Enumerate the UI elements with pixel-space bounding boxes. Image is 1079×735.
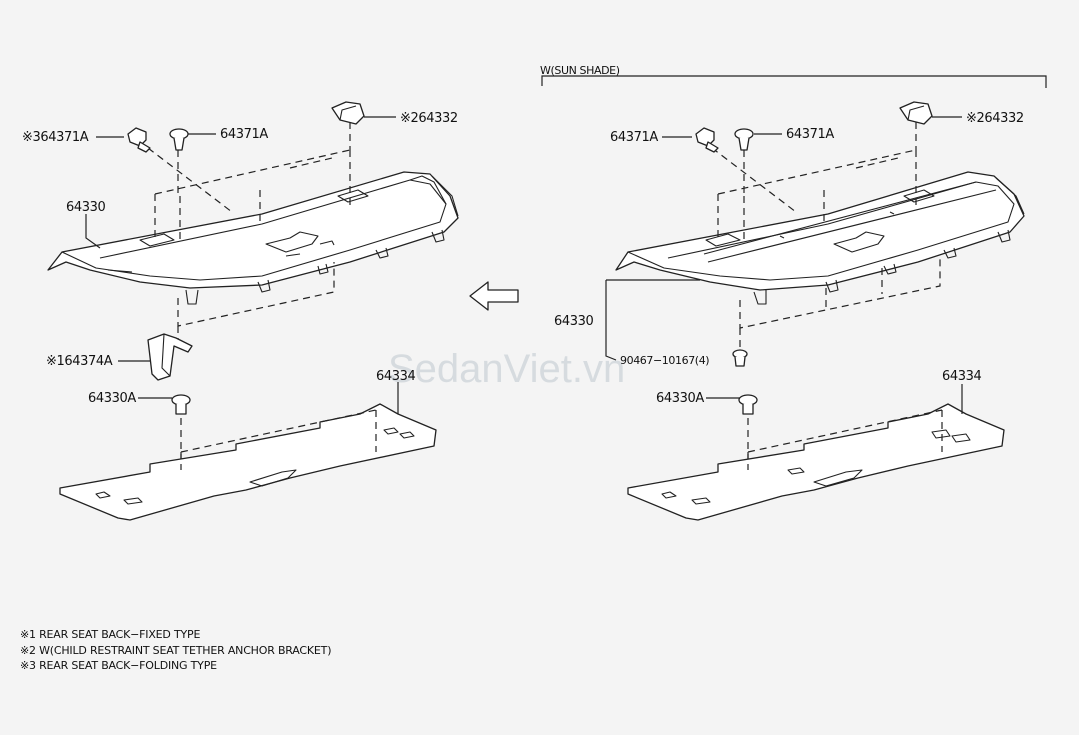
left-clip-64330A [171,394,191,415]
label-left-64334: 64334 [376,369,415,384]
note-1: ※1 REAR SEAT BACK−FIXED TYPE [20,628,200,641]
left-clip-64371A-note3 [127,127,151,153]
left-package-tray [47,171,459,305]
label-left-64330A: 64330A [88,391,136,406]
left-bracket-64374A [147,333,193,381]
footnotes: ※1 REAR SEAT BACK−FIXED TYPE ※2 W(CHILD … [20,628,331,672]
label-right-64334: 64334 [942,369,981,384]
label-right-64330: 64330 [554,314,593,329]
label-left-64374A: ※164374A [46,354,113,369]
right-clip-64330A [738,394,758,415]
right-cover-64332 [899,101,933,125]
note-3: ※3 REAR SEAT BACK−FOLDING TYPE [20,659,217,672]
left-cover-64332 [331,101,365,125]
right-clip-64371A-a [695,127,719,153]
right-package-tray [615,171,1025,305]
note-2: ※2 W(CHILD RESTRAINT SEAT TETHER ANCHOR … [20,644,331,657]
right-mat-64334 [627,403,1005,521]
sun-shade-group-bracket [541,75,1047,88]
label-right-64332: ※264332 [966,111,1024,126]
label-right-64330A: 64330A [656,391,704,406]
left-mat-64334 [59,403,437,521]
right-assembly [541,75,1047,521]
label-left-64371A: 64371A [220,127,268,142]
label-sun-shade: W(SUN SHADE) [540,64,620,77]
right-clip-64371A-b [734,128,754,151]
label-right-90467-10167: 90467−10167(4) [620,354,709,367]
label-right-64371A-b: 64371A [786,127,834,142]
right-clip-90467-10167 [732,349,748,367]
left-arrow-icon [469,281,519,311]
labels: W(SUN SHADE) ※364371A 64371A ※264332 643… [22,64,1024,406]
watermark: SedanViet.vn [388,347,625,391]
label-right-64371A-a: 64371A [610,130,658,145]
label-left-64330: 64330 [66,200,105,215]
label-left-64371A-note3: ※364371A [22,130,89,145]
left-assembly [47,101,459,521]
label-left-64332: ※264332 [400,111,458,126]
left-clip-64371A [169,128,189,151]
